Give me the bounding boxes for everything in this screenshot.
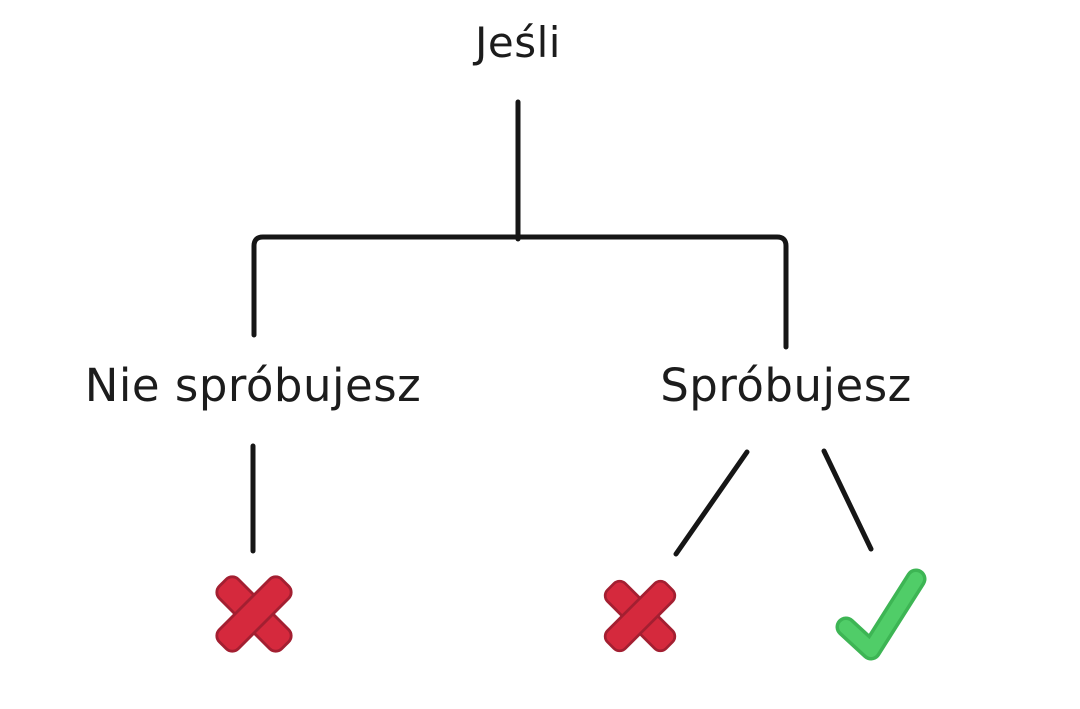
check-stroke (839, 572, 923, 657)
cross-icon (603, 579, 677, 653)
branch-label-nie-sprobujesz: Nie spróbujesz (84, 359, 422, 412)
cross-icon (215, 575, 293, 653)
branch-bracket-line (251, 234, 789, 350)
root-node-label: Jeśli (475, 18, 561, 67)
right-branch-cross-connector (673, 449, 750, 557)
cross-bar (603, 579, 677, 653)
branch-label-sprobujesz: Spróbujesz (660, 359, 912, 412)
check-icon (835, 568, 927, 661)
cross-shape (215, 575, 293, 653)
cross-shape (603, 579, 677, 653)
right-branch-check-connector (821, 448, 874, 552)
cross-bar (215, 575, 293, 653)
